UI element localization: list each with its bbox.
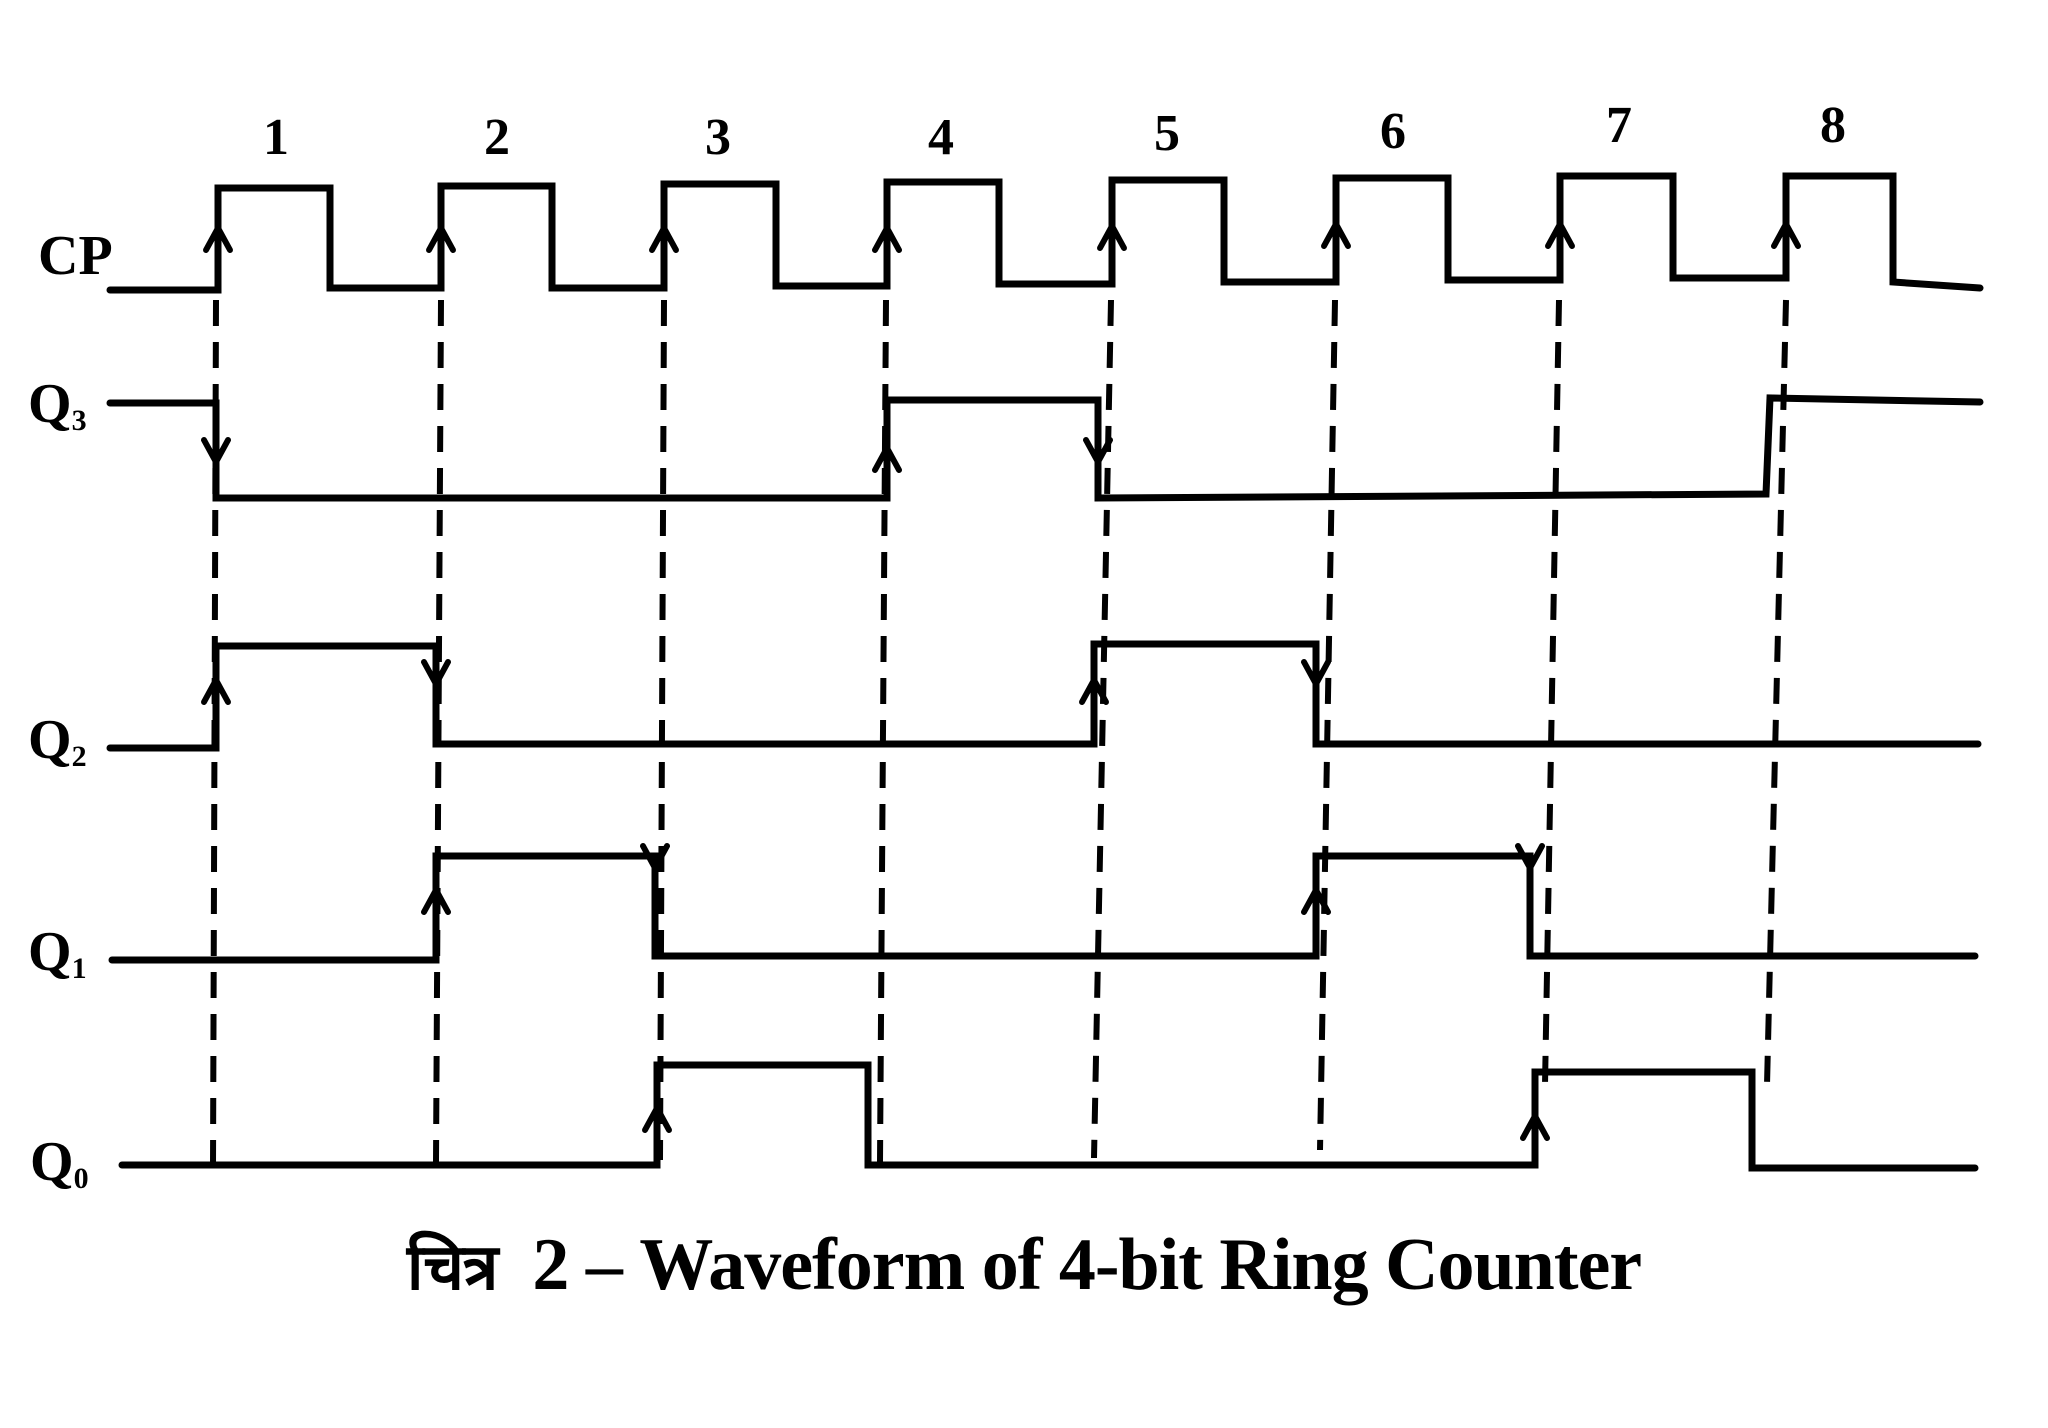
signal-label-text: Q — [30, 1131, 74, 1193]
up-arrow-icon — [1520, 1113, 1550, 1141]
signal-label-q2: Q2 — [28, 712, 87, 772]
caption-text: Waveform of 4-bit Ring Counter — [639, 1224, 1642, 1306]
pulse-number-3: 3 — [705, 109, 731, 166]
cp-waveform — [106, 172, 1984, 294]
up-arrow-icon — [1301, 887, 1331, 915]
up-arrow-icon — [1545, 221, 1575, 249]
caption-separator: – — [585, 1224, 623, 1306]
down-arrow-icon — [1083, 437, 1113, 465]
q1-waveform — [108, 852, 1979, 964]
up-arrow-icon — [421, 887, 451, 915]
signal-label-q1: Q1 — [28, 924, 87, 984]
pulse-number-5: 5 — [1154, 105, 1180, 162]
up-arrow-icon — [649, 225, 679, 253]
q3-waveform — [106, 394, 1984, 502]
arrow-icons — [201, 221, 1801, 1141]
up-arrow-icon — [203, 225, 233, 253]
up-arrow-icon — [1079, 677, 1109, 705]
down-arrow-icon — [1515, 843, 1545, 871]
signal-label-text: CP — [38, 225, 113, 287]
down-arrow-icon — [421, 659, 451, 687]
clock-edge-guides — [210, 299, 1789, 1169]
signal-label-subscript: 0 — [73, 1162, 89, 1195]
pulse-number-8: 8 — [1820, 97, 1846, 154]
signal-label-q3: Q3 — [28, 376, 87, 436]
pulse-number-2: 2 — [484, 109, 510, 166]
q0-waveform — [118, 1061, 1979, 1172]
up-arrow-icon — [642, 1105, 672, 1133]
up-arrow-icon — [201, 677, 231, 705]
down-arrow-icon — [640, 843, 670, 871]
signal-label-subscript: 3 — [71, 404, 87, 437]
caption-number: 2 — [532, 1224, 569, 1306]
up-arrow-icon — [872, 445, 902, 473]
pulse-number-6: 6 — [1380, 103, 1406, 160]
up-arrow-icon — [1771, 221, 1801, 249]
up-arrow-icon — [1097, 223, 1127, 251]
signal-label-subscript: 2 — [71, 740, 87, 773]
signal-label-text: Q — [28, 921, 72, 983]
up-arrow-icon — [426, 225, 456, 253]
up-arrow-icon — [872, 225, 902, 253]
signal-label-q0: Q0 — [30, 1134, 89, 1194]
figure-caption: चित्र 2 – Waveform of 4-bit Ring Counter — [0, 1228, 2048, 1302]
down-arrow-icon — [1301, 659, 1331, 687]
up-arrow-icon — [1321, 221, 1351, 249]
pulse-number-4: 4 — [928, 109, 954, 166]
caption-prefix: चित्र — [406, 1231, 499, 1305]
signal-label-text: Q — [28, 373, 72, 435]
pulse-number-7: 7 — [1606, 97, 1632, 154]
pulse-number-1: 1 — [263, 109, 289, 166]
signal-label-text: Q — [28, 709, 72, 771]
signal-label-subscript: 1 — [71, 952, 87, 985]
down-arrow-icon — [201, 437, 231, 465]
q2-waveform — [106, 640, 1982, 752]
signal-label-cp: CP — [38, 228, 113, 284]
